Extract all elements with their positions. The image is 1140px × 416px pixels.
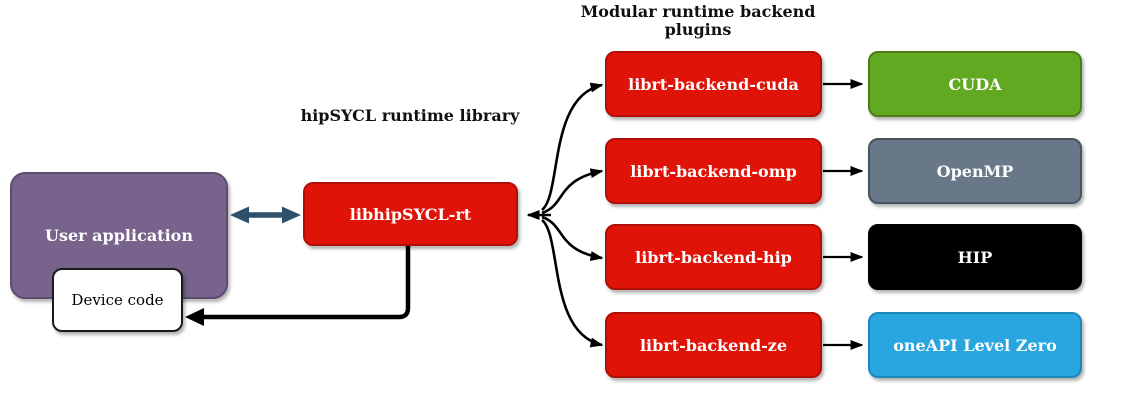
runtime-cuda-node: CUDA	[868, 51, 1082, 117]
fan-curve-cuda	[541, 82, 604, 212]
backend-hip-label: librt-backend-hip	[635, 247, 792, 267]
bidirectional-arrowhead-left	[230, 206, 249, 224]
device-code-label: Device code	[71, 291, 164, 309]
plugins-title: Modular runtime backend plugins	[580, 2, 816, 39]
backend-omp-label: librt-backend-omp	[630, 161, 797, 181]
runtime-cuda-label: CUDA	[948, 74, 1002, 94]
runtime-level-zero-node: oneAPI Level Zero	[868, 312, 1082, 378]
backend-ze-node: librt-backend-ze	[605, 312, 822, 378]
bidirectional-arrowhead-right	[282, 206, 301, 224]
libhipsycl-rt-node: libhipSYCL-rt	[303, 182, 518, 246]
backend-hip-node: librt-backend-hip	[605, 224, 822, 290]
runtime-level-zero-label: oneAPI Level Zero	[893, 335, 1057, 355]
runtime-hip-label: HIP	[957, 247, 993, 267]
device-code-node: Device code	[52, 268, 183, 332]
runtime-openmp-node: OpenMP	[868, 138, 1082, 204]
backend-ze-label: librt-backend-ze	[639, 335, 788, 355]
fan-curve-hip	[541, 215, 604, 261]
fan-curve-omp	[541, 168, 604, 215]
backend-cuda-node: librt-backend-cuda	[605, 51, 822, 117]
runtime-openmp-label: OpenMP	[936, 161, 1014, 181]
fan-curve-ze	[541, 218, 604, 348]
user-application-label: User application	[45, 226, 193, 245]
device-code-return-arrow	[199, 246, 411, 320]
runtime-library-title: hipSYCL runtime library	[300, 106, 520, 125]
libhipsycl-rt-label: libhipSYCL-rt	[349, 204, 472, 224]
device-code-arrowhead	[185, 308, 204, 326]
backend-omp-node: librt-backend-omp	[605, 138, 822, 204]
runtime-hip-node: HIP	[868, 224, 1082, 290]
backend-cuda-label: librt-backend-cuda	[628, 74, 799, 94]
